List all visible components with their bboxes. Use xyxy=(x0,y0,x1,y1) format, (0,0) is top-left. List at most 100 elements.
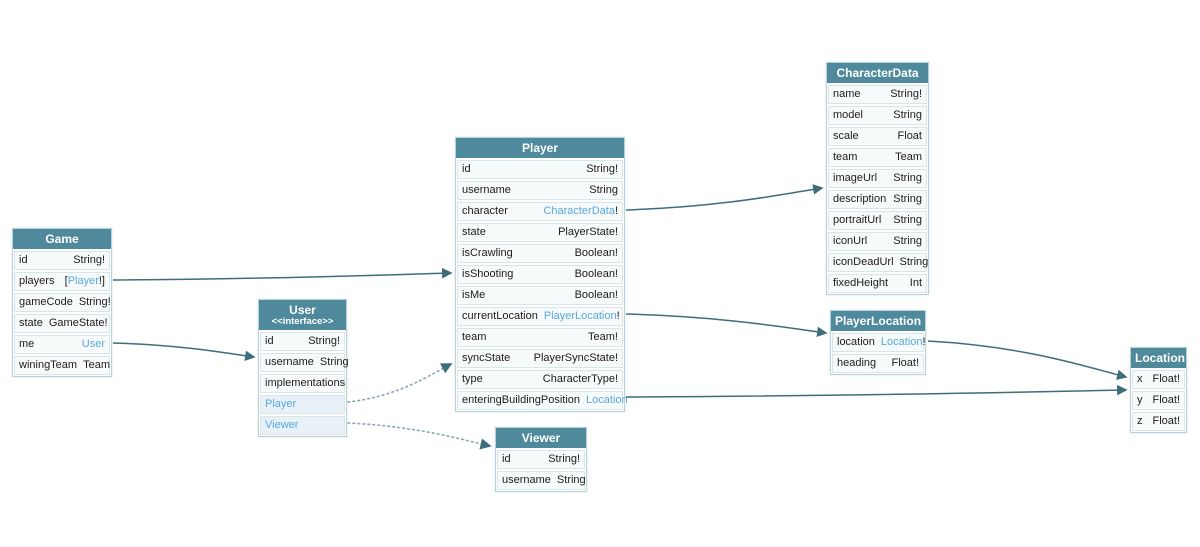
field-type: String xyxy=(893,107,922,124)
field-name: enteringBuildingPosition xyxy=(462,394,581,406)
field-name: portraitUrl xyxy=(833,214,882,226)
type-text: Team! xyxy=(588,331,618,343)
implementation-type-link[interactable]: Viewer xyxy=(265,419,299,431)
field-row[interactable]: implementations xyxy=(260,374,345,393)
field-row[interactable]: state PlayerState! xyxy=(457,223,623,242)
field-type: String! xyxy=(73,252,105,269)
field-name: isShooting xyxy=(462,268,514,280)
type-text: String! xyxy=(890,88,922,100)
relation-edge xyxy=(625,184,824,211)
field-name: fixedHeight xyxy=(833,277,889,289)
field-name: id xyxy=(462,163,471,175)
field-type: PlayerState! xyxy=(558,224,618,241)
type-text: PlayerState! xyxy=(558,226,618,238)
field-row[interactable]: state GameState! xyxy=(14,314,110,333)
type-text: ! xyxy=(922,336,926,348)
type-text: String xyxy=(899,256,929,268)
field-row[interactable]: Player xyxy=(260,395,345,414)
field-name: imageUrl xyxy=(833,172,878,184)
type-node-title[interactable]: Viewer xyxy=(496,428,586,448)
field-row[interactable]: winingTeam Team xyxy=(14,356,110,375)
type-node-title[interactable]: Player xyxy=(456,138,624,158)
field-type: Location xyxy=(586,392,628,409)
field-type: Boolean! xyxy=(575,245,618,262)
field-row[interactable]: id String! xyxy=(497,450,585,469)
field-type: [Player!] xyxy=(65,273,105,290)
type-text: Team xyxy=(83,359,110,371)
field-type: Float xyxy=(898,128,922,145)
field-name: type xyxy=(462,373,483,385)
implementation-type-link[interactable]: Player xyxy=(265,398,297,410)
field-name: scale xyxy=(833,130,859,142)
type-text: [ xyxy=(64,275,68,287)
field-type: Float! xyxy=(1152,371,1180,388)
field-type: CharacterData! xyxy=(543,203,618,220)
type-node-title[interactable]: CharacterData xyxy=(827,63,928,83)
type-node-title[interactable]: PlayerLocation xyxy=(831,311,925,331)
type-link[interactable]: PlayerLocation xyxy=(543,310,617,322)
field-type: String xyxy=(557,472,586,489)
relation-edge xyxy=(625,313,828,338)
type-link[interactable]: User xyxy=(81,338,105,350)
type-name-label: Viewer xyxy=(521,431,561,445)
field-row[interactable]: enteringBuildingPosition Location xyxy=(457,391,628,410)
relation-edge xyxy=(347,422,492,450)
type-node-title[interactable]: User<<interface>> xyxy=(259,300,346,330)
field-row[interactable]: model String xyxy=(828,106,927,125)
field-name: winingTeam xyxy=(19,359,78,371)
type-link[interactable]: CharacterData xyxy=(543,205,615,217)
type-node-title[interactable]: Location xyxy=(1131,348,1186,368)
field-row[interactable]: players[Player!] xyxy=(14,272,110,291)
field-row[interactable]: isShooting Boolean! xyxy=(457,265,623,284)
field-name: state xyxy=(462,226,486,238)
type-text: Boolean! xyxy=(574,268,618,280)
field-name: state xyxy=(19,317,43,329)
type-link[interactable]: Player xyxy=(67,275,99,287)
field-row[interactable]: scale Float xyxy=(828,127,927,146)
type-text: String! xyxy=(548,453,580,465)
type-link[interactable]: Location xyxy=(586,394,628,406)
type-node-title[interactable]: Game xyxy=(13,229,111,249)
field-name: id xyxy=(502,453,511,465)
field-name: model xyxy=(833,109,863,121)
type-link[interactable]: Location xyxy=(880,336,923,348)
field-row[interactable]: Viewer xyxy=(260,416,345,435)
type-text: GameState! xyxy=(48,317,108,329)
